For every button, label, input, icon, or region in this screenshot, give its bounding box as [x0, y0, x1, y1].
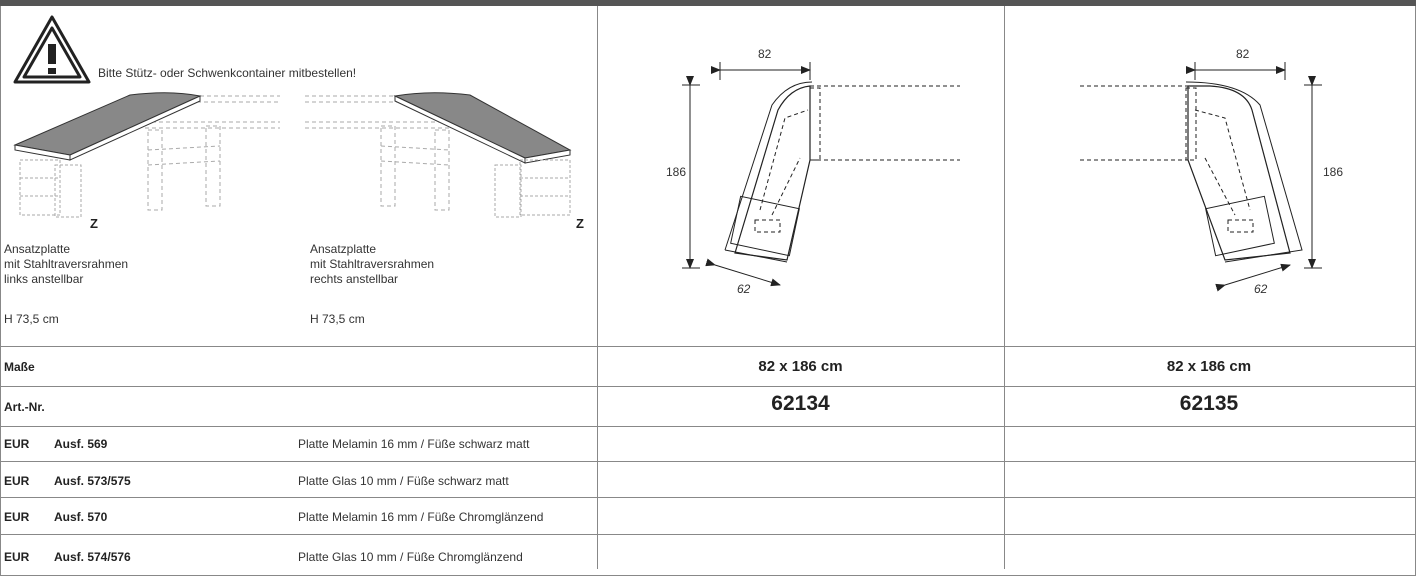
artnr-value-right: 62135 — [1179, 392, 1239, 415]
finish-code: Ausf. 569 — [54, 437, 108, 451]
left-height: H 73,5 cm — [4, 312, 59, 326]
finish-desc: Platte Melamin 16 mm / Füße Chromglänzen… — [298, 510, 544, 524]
desk-right-illustration — [305, 92, 572, 218]
right-dim-bottom: 62 — [1254, 282, 1268, 296]
column-divider — [1004, 6, 1005, 569]
right-desc-line-3: rechts anstellbar — [310, 272, 399, 286]
finish-desc: Platte Melamin 16 mm / Füße schwarz matt — [298, 437, 530, 451]
dimension-drawing-left — [682, 62, 960, 287]
notice-text: Bitte Stütz- oder Schwenkcontainer mitbe… — [98, 66, 357, 80]
left-desc-line-1: Ansatzplatte — [4, 242, 71, 256]
dimension-drawing-right — [1080, 62, 1322, 292]
finish-code: Ausf. 574/576 — [54, 550, 131, 564]
masse-value-left: 82 x 186 cm — [758, 358, 843, 375]
masse-value-right: 82 x 186 cm — [1166, 358, 1252, 375]
right-dim-side: 186 — [1323, 165, 1344, 179]
marker-z-left: Z — [90, 216, 98, 231]
left-desc-line-3: links anstellbar — [4, 272, 84, 286]
header-bar — [0, 0, 1416, 6]
right-desc-line-2: mit Stahltraversrahmen — [310, 257, 435, 271]
row-divider — [1, 386, 1415, 387]
left-desc-line-2: mit Stahltraversrahmen — [4, 257, 129, 271]
right-dim-top: 82 — [1236, 47, 1250, 61]
warning-icon — [13, 15, 91, 84]
right-height: H 73,5 cm — [310, 312, 365, 326]
row-divider — [1, 497, 1415, 498]
marker-z-right: Z — [576, 216, 584, 231]
row-divider — [1, 461, 1415, 462]
finish-desc: Platte Glas 10 mm / Füße Chromglänzend — [298, 550, 523, 564]
desk-left-illustration — [13, 92, 280, 218]
row-divider — [1, 426, 1415, 427]
left-dim-side: 186 — [666, 165, 687, 179]
finish-currency: EUR — [4, 474, 30, 488]
artnr-label: Art.-Nr. — [4, 400, 45, 414]
masse-label: Maße — [4, 360, 35, 374]
finish-currency: EUR — [4, 550, 30, 564]
artnr-value-left: 62134 — [771, 392, 830, 415]
left-dim-bottom: 62 — [737, 282, 751, 296]
finish-currency: EUR — [4, 510, 30, 524]
row-divider — [1, 346, 1415, 347]
finish-code: Ausf. 570 — [54, 510, 108, 524]
finish-currency: EUR — [4, 437, 30, 451]
column-divider — [597, 6, 598, 569]
row-divider — [1, 534, 1415, 535]
left-dim-top: 82 — [758, 47, 772, 61]
finish-code: Ausf. 573/575 — [54, 474, 131, 488]
right-desc-line-1: Ansatzplatte — [310, 242, 377, 256]
finish-desc: Platte Glas 10 mm / Füße schwarz matt — [298, 474, 509, 488]
